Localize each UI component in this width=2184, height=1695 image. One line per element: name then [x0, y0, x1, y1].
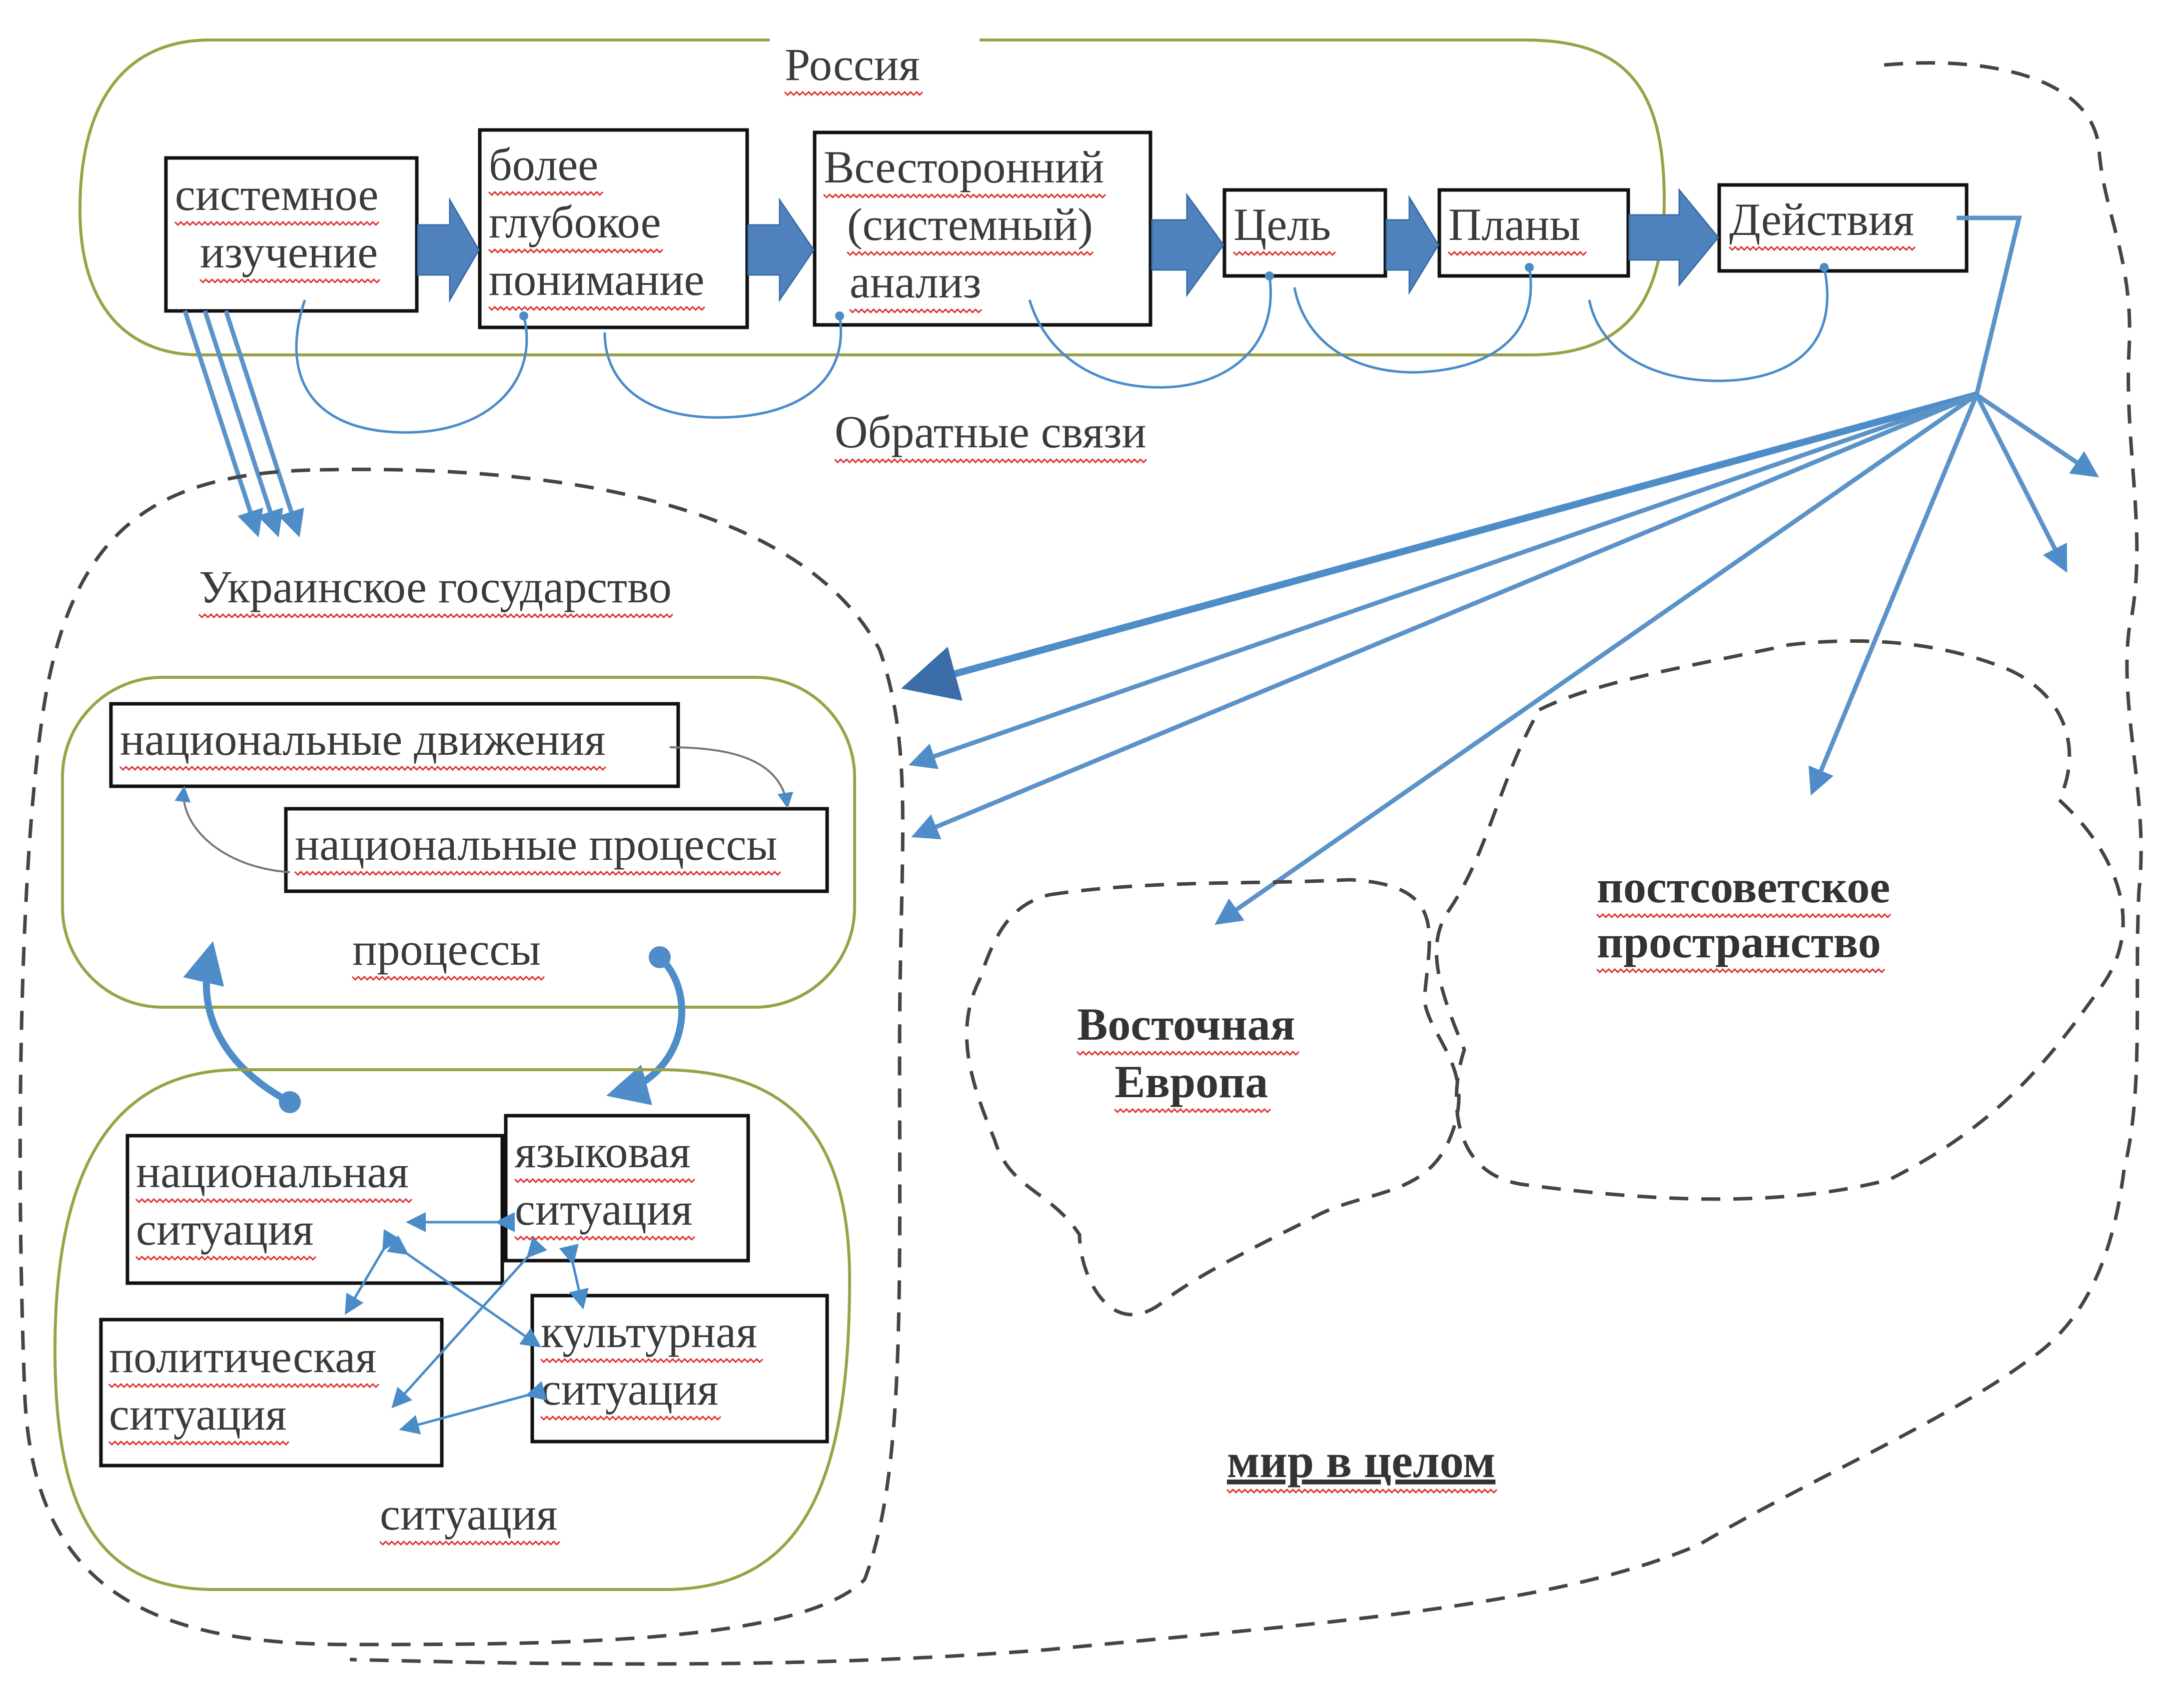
- national-processes-label: национальные процессы: [295, 819, 777, 870]
- processes-label: процессы: [352, 924, 541, 975]
- feedback-loops: [295, 263, 1829, 434]
- goal-label: Цель: [1233, 199, 1331, 250]
- spellcheck-underline: [108, 1383, 380, 1389]
- processes-to-movements-link: [174, 786, 290, 873]
- spellcheck-underline: [514, 1178, 696, 1184]
- processes-situation-link-right: [606, 954, 686, 1105]
- goal-box: [1222, 188, 1387, 278]
- spellcheck-underline: [1596, 913, 1892, 919]
- chain-arrow-4: [1385, 194, 1439, 295]
- comprehensive-analysis-box: [813, 130, 1152, 327]
- actions-connector: [1957, 215, 2022, 396]
- language-situation-line-1: языковая: [515, 1126, 691, 1177]
- situation-label: ситуация: [380, 1489, 557, 1540]
- chain-arrow-5: [1628, 187, 1719, 287]
- spellcheck-underline: [540, 1415, 722, 1421]
- spellcheck-underline: [1728, 245, 1916, 251]
- situation-container: [53, 1068, 852, 1591]
- post-soviet-line-2: пространство: [1597, 916, 1881, 967]
- national-processes-box: [284, 807, 829, 893]
- russia-boundary: [78, 38, 1666, 356]
- analysis-line-1: Всесторонний: [824, 141, 1104, 192]
- russia-label: Россия: [785, 39, 920, 90]
- systemic-study-line-1: системное: [175, 169, 378, 220]
- spellcheck-underline: [834, 458, 1147, 464]
- chain-arrow-3: [1151, 192, 1224, 297]
- spellcheck-underline: [1113, 1108, 1271, 1114]
- spellcheck-underline: [540, 1358, 764, 1364]
- systemic-study-line-2: изучение: [200, 226, 378, 277]
- spellcheck-underline: [488, 190, 604, 196]
- spellcheck-underline: [1232, 250, 1336, 256]
- spellcheck-underline: [514, 1235, 696, 1241]
- national-situation-line-2: ситуация: [136, 1204, 313, 1255]
- ukraine-boundary: [18, 467, 905, 1647]
- systemic-study-box: [164, 156, 419, 313]
- political-situation-line-1: политическая: [109, 1331, 376, 1382]
- spellcheck-underline: [1076, 1050, 1300, 1056]
- spellcheck-underline: [784, 90, 924, 96]
- chain-arrow-2: [747, 197, 815, 302]
- deeper-understanding-box: [478, 128, 749, 329]
- spellcheck-underline: [174, 220, 380, 226]
- movements-to-processes-link: [669, 746, 794, 809]
- deeper-understanding-line-3: понимание: [489, 254, 704, 305]
- situation-links: [344, 1212, 589, 1435]
- spellcheck-underline: [849, 308, 983, 314]
- language-situation-box: [504, 1114, 750, 1263]
- national-situation-line-1: национальная: [136, 1146, 409, 1197]
- eastern-europe-boundary: [965, 878, 1461, 1317]
- plans-box: [1437, 188, 1630, 278]
- cultural-situation-line-1: культурная: [541, 1306, 757, 1357]
- spellcheck-underline: [488, 305, 706, 311]
- language-situation-line-2: ситуация: [515, 1184, 692, 1235]
- spellcheck-underline: [1596, 968, 1886, 974]
- world-label: мир в целом: [1227, 1434, 1495, 1488]
- cultural-situation-line-2: ситуация: [541, 1364, 718, 1415]
- ukraine-label: Украинское государство: [199, 561, 672, 612]
- spellcheck-underline: [351, 975, 545, 981]
- spellcheck-underline: [1226, 1488, 1498, 1494]
- spellcheck-underline: [135, 1198, 413, 1204]
- spellcheck-underline: [198, 613, 674, 619]
- eastern-europe-line-2: Европа: [1114, 1056, 1268, 1107]
- study-to-ukraine-arrows: [182, 310, 304, 538]
- post-soviet-line-1: постсоветское: [1597, 861, 1890, 912]
- national-movements-box: [109, 702, 680, 788]
- spellcheck-underline: [119, 765, 607, 771]
- spellcheck-underline: [294, 870, 782, 876]
- spellcheck-underline: [846, 250, 1094, 256]
- post-soviet-boundary: [1434, 639, 2125, 1201]
- spellcheck-underline: [199, 278, 381, 284]
- spellcheck-underline: [823, 193, 1106, 199]
- political-situation-line-2: ситуация: [109, 1389, 286, 1440]
- deeper-understanding-line-2: глубокое: [489, 196, 661, 247]
- processes-container: [61, 676, 856, 1009]
- actions-box: [1717, 183, 1969, 273]
- processes-situation-link-left: [183, 941, 292, 1106]
- spellcheck-underline: [1447, 250, 1587, 256]
- eastern-europe-line-1: Восточная: [1077, 999, 1295, 1050]
- national-movements-label: национальные движения: [120, 714, 606, 765]
- analysis-line-2: (системный): [847, 199, 1093, 250]
- deeper-understanding-line-1: более: [489, 139, 598, 190]
- feedback-label: Обратные связи: [835, 406, 1146, 457]
- spellcheck-underline: [108, 1440, 290, 1446]
- actions-label: Действия: [1729, 194, 1914, 245]
- chain-arrow-1: [417, 197, 480, 303]
- spellcheck-underline: [488, 248, 664, 254]
- actions-burst-arrows: [901, 391, 2099, 925]
- spellcheck-underline: [379, 1540, 561, 1546]
- spellcheck-underline: [135, 1255, 317, 1261]
- plans-label: Планы: [1448, 199, 1580, 250]
- analysis-line-3: анализ: [850, 256, 981, 307]
